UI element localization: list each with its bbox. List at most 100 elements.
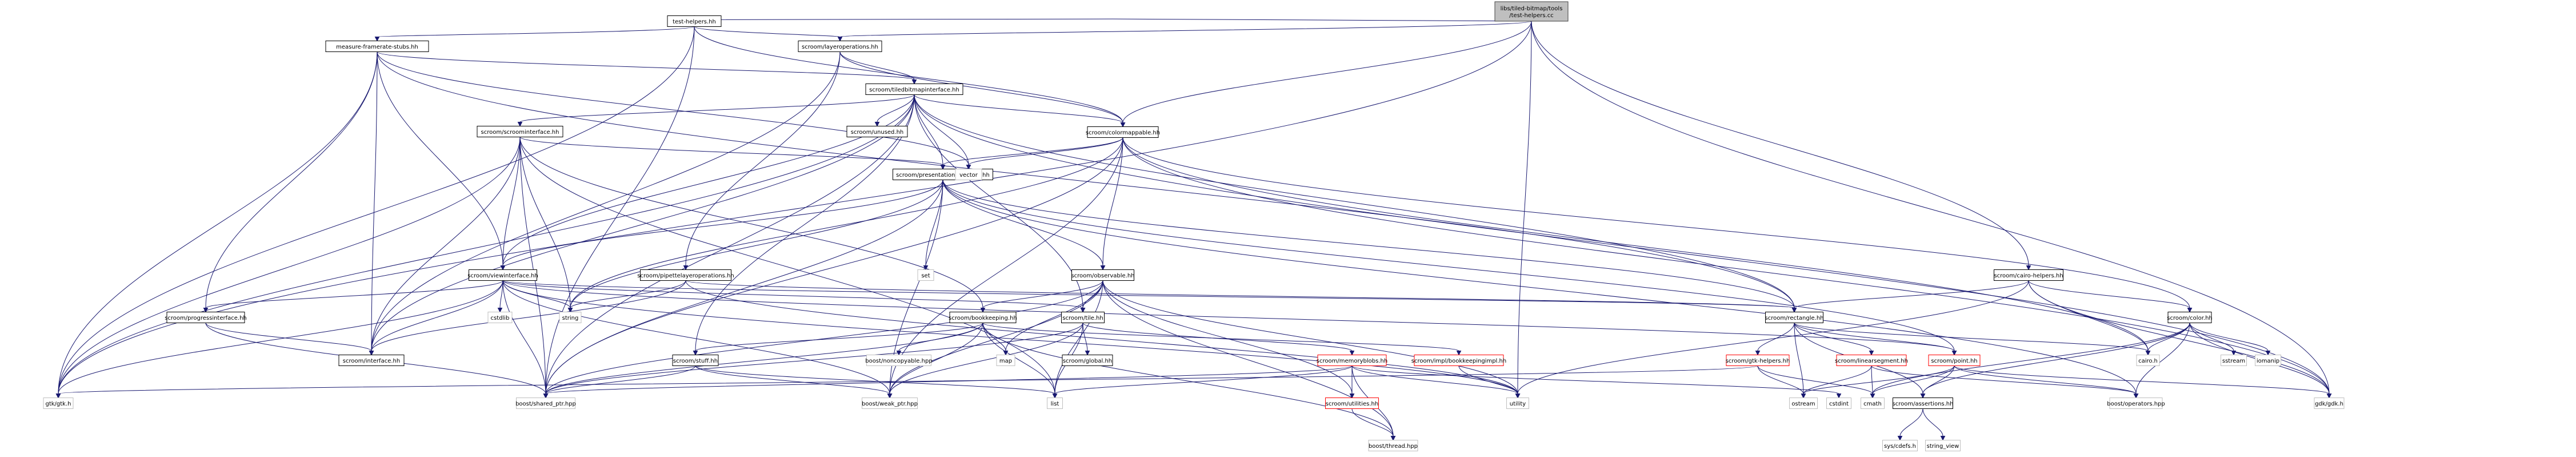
arrow-head-icon (1349, 394, 1355, 399)
node-bookkeeping[interactable]: scroom/bookkeeping.hh (949, 312, 1017, 323)
edge-line (570, 180, 943, 308)
node-box (2221, 355, 2247, 366)
edge-line (58, 137, 521, 394)
edge-line (889, 137, 1123, 394)
edge-tiledbitmapinterface-to-scroominterface (517, 94, 915, 127)
edge-line (502, 180, 943, 266)
edge-test-helpers-to-measure-framerate-stubs (374, 26, 695, 42)
node-thread: boost/thread.hpp (1368, 440, 1418, 451)
edge-rectangle-to-linearsegment (1794, 323, 1874, 356)
edge-line (371, 280, 503, 351)
node-measure-framerate-stubs[interactable]: measure-framerate-stubs.hh (325, 41, 429, 52)
edge-viewinterface-to-shared_ptr (502, 280, 549, 399)
edge-line (942, 180, 2137, 394)
node-color[interactable]: scroom/color.hh (2167, 312, 2213, 323)
node-test-helpers[interactable]: test-helpers.hh (667, 15, 722, 27)
node-root[interactable]: libs/tiled-bitmap/tools/test-helpers.cc (1494, 1, 1569, 22)
arrow-head-icon (1801, 394, 1806, 399)
node-label: scroom/memoryblobs.hh (1317, 358, 1387, 364)
edge-measure-framerate-stubs-to-vector (377, 51, 971, 170)
edge-line (685, 280, 1518, 394)
node-pipettelayeroperations[interactable]: scroom/pipettelayeroperations.hh (637, 269, 734, 281)
node-label: set (921, 273, 930, 279)
edge-line (889, 323, 983, 394)
node-viewinterface[interactable]: scroom/viewinterface.hh (467, 269, 538, 281)
node-box (1861, 398, 1885, 409)
node-box (1928, 355, 1981, 366)
edge-assertions-to-string_view (1922, 408, 1946, 441)
arrow-head-icon (203, 308, 209, 313)
node-box (2136, 355, 2160, 366)
edge-point-to-assertions (1920, 365, 1955, 399)
edge-line (1954, 365, 2330, 394)
edge-colormappable-to-vector (966, 137, 1123, 170)
edge-line (1794, 323, 1804, 394)
node-bookkeepingimpl[interactable]: scroom/impl/bookkeepingimpl.hh (1411, 355, 1506, 366)
node-scroominterface[interactable]: scroom/scroominterface.hh (477, 126, 563, 137)
node-stuff[interactable]: scroom/stuff.hh (672, 355, 719, 366)
node-label: cstdlib (491, 315, 510, 321)
node-tiledbitmapinterface[interactable]: scroom/tiledbitmapinterface.hh (865, 84, 963, 95)
node-box (862, 398, 918, 409)
node-observable[interactable]: scroom/observable.hh (1071, 269, 1135, 281)
edge-line (2028, 280, 2190, 308)
edge-line (877, 94, 915, 122)
edge-scroominterface-to-string (519, 137, 573, 313)
node-box (640, 269, 731, 281)
edge-rectangle-to-ostream (1794, 323, 1806, 399)
node-global[interactable]: scroom/global.hh (1062, 355, 1113, 366)
arrow-head-icon (1791, 308, 1797, 313)
node-tile[interactable]: scroom/tile.hh (1061, 312, 1105, 323)
node-colormappable[interactable]: scroom/colormappable.hh (1086, 126, 1160, 138)
node-cairo-helpers[interactable]: scroom/cairo-helpers.hh (1994, 269, 2063, 281)
edge-line (1871, 365, 2137, 394)
edge-line (694, 26, 841, 37)
edge-line (1122, 137, 2190, 308)
edge-presentationinterface-to-observable (942, 180, 1106, 271)
edge-line (1517, 21, 1532, 394)
arrow-head-icon (1897, 436, 1903, 441)
edge-pipettelayeroperations-to-rectangle (685, 280, 1797, 313)
edge-line (685, 51, 841, 266)
edge-line (58, 26, 695, 394)
node-box (1062, 355, 1113, 366)
node-assertions[interactable]: scroom/assertions.hh (1893, 398, 1954, 409)
node-noncopyable: boost/noncopyable.hpp (865, 355, 933, 366)
edge-line (58, 51, 378, 394)
edge-progressinterface-to-interface (205, 323, 374, 356)
edge-presentationinterface-to-set (923, 180, 943, 271)
edge-colormappable-to-presentationinterface (940, 137, 1123, 170)
edge-presentationinterface-to-viewinterface (500, 180, 943, 271)
edge-line (377, 26, 695, 37)
node-box (1836, 355, 1907, 366)
arrow-head-icon (837, 37, 843, 42)
node-label: scroom/bookkeeping.hh (949, 315, 1017, 321)
node-box (996, 355, 1015, 366)
node-gtk-helpers[interactable]: scroom/gtk-helpers.hh (1726, 355, 1790, 366)
node-unused[interactable]: scroom/unused.hh (846, 126, 908, 137)
edge-tiledbitmapinterface-to-unused (874, 94, 915, 127)
node-linearsegment[interactable]: scroom/linearsegment.hh (1835, 355, 1908, 366)
edge-root-to-layeroperations (837, 21, 1532, 42)
edge-test-helpers-to-shared_ptr (543, 26, 695, 399)
edge-line (914, 94, 1123, 123)
arrow-head-icon (911, 80, 917, 85)
arrow-head-icon (1085, 351, 1090, 356)
node-memoryblobs[interactable]: scroom/memoryblobs.hh (1317, 355, 1387, 366)
node-interface[interactable]: scroom/interface.hh (338, 355, 405, 366)
edge-line (1899, 408, 1923, 436)
node-utilities[interactable]: scroom/utilities.hh (1325, 398, 1379, 409)
edge-layeroperations-to-tiledbitmapinterface (839, 51, 917, 85)
edge-line (1351, 408, 1394, 436)
node-label: scroom/pipettelayeroperations.hh (637, 273, 734, 279)
node-rectangle[interactable]: scroom/rectangle.hh (1765, 312, 1824, 323)
node-box (166, 312, 245, 323)
node-point[interactable]: scroom/point.hh (1928, 355, 1981, 366)
node-layeroperations[interactable]: scroom/layeroperations.hh (798, 41, 882, 52)
node-sstream: sstream (2221, 355, 2247, 366)
edge-gtk-helpers-to-gtk (55, 365, 1758, 399)
edge-line (2189, 323, 2234, 351)
node-progressinterface[interactable]: scroom/progressinterface.hh (165, 312, 247, 323)
node-label: cmath (1863, 401, 1882, 407)
arrow-head-icon (1869, 351, 1874, 356)
